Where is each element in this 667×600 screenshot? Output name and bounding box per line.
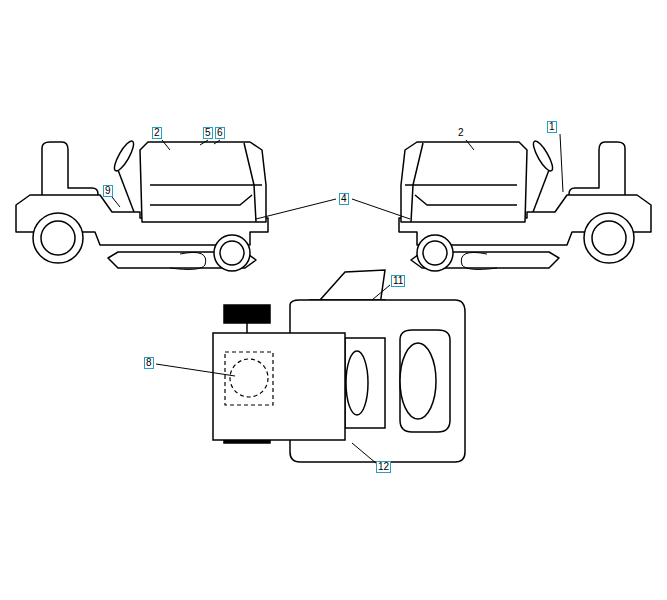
callout-number: 9	[103, 185, 113, 197]
callout-number: 4	[339, 193, 349, 205]
leader-lines	[112, 134, 563, 464]
callout-number: 2	[457, 128, 465, 138]
callout-number: 12	[376, 461, 391, 473]
callout-number: 11	[391, 275, 405, 287]
callout-number: 1	[547, 121, 557, 133]
callout-number: 8	[144, 357, 154, 369]
callout-number: 6	[215, 127, 225, 139]
mower-right-side	[399, 139, 651, 271]
mower-top-view	[213, 270, 465, 462]
mower-left-side	[16, 139, 268, 271]
callout-number: 5	[203, 127, 213, 139]
callout-number: 2	[152, 127, 162, 139]
